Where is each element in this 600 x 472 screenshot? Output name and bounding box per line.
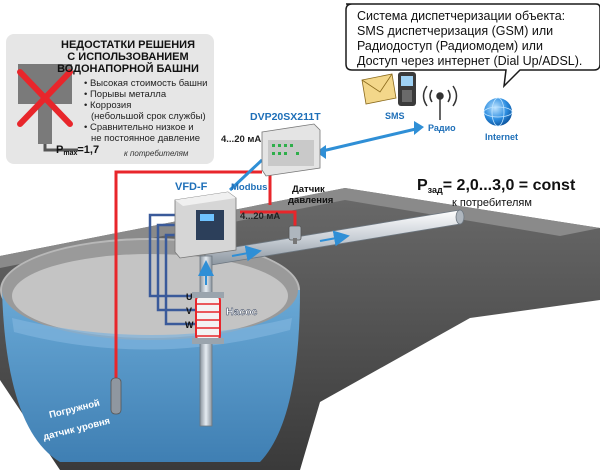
callout-text: Система диспетчеризации объекта: SMS дис… [357,9,582,68]
phone-icon [398,72,416,106]
motor-cables [148,213,200,326]
vfd-label: VFD-F [175,181,208,193]
plc-label: DVP20SX211T [250,111,321,123]
phase-u: U [186,292,193,302]
tower-panel [6,34,214,164]
svg-text:Pзад= 2,0...3,0 = const: Pзад= 2,0...3,0 = const [417,177,576,195]
vfd-drive [174,191,237,259]
pmax-value: =1,7 [77,144,99,156]
tower-consumers: к потребителям [124,149,189,158]
tower-title-line-2: С ИСПОЛЬЗОВАНИЕМ [67,51,188,63]
pressure-consumers: к потребителям [452,197,532,209]
antenna-icon [422,85,458,120]
bullet-3b: (небольшой срок службы) [91,111,206,122]
level-sensor [110,377,122,415]
pressure-sensor [288,225,302,244]
pmax-label: Pmax=1,7 к потребителям [56,144,189,158]
cross-icon [17,69,73,127]
plc [261,123,321,177]
sensor-label-1: Датчик [292,184,325,195]
callout-line-4: Доступ через интернет (Dial Up/ADSL). [357,54,582,68]
pmax-symbol: P [56,144,63,156]
vfd-signal-label: 4...20 мА [240,211,280,222]
comms-line [317,126,421,154]
pmax-sub: max [63,150,77,157]
bullet-3: • Коррозия [84,100,131,111]
pump [192,292,224,344]
comms-arrow-right [414,121,424,135]
tower-title-line-1: НЕДОСТАТКИ РЕШЕНИЯ [61,39,195,51]
tower-title: НЕДОСТАТКИ РЕШЕНИЯ С ИСПОЛЬЗОВАНИЕМ ВОДО… [57,39,199,75]
plc-signal-label: 4...20 мА [221,134,261,145]
radio-label: Радио [428,123,456,133]
pressure-signal-line [240,210,297,232]
internet-label: Internet [485,132,518,142]
phase-w: W [185,320,194,330]
sms-label: SMS [385,111,405,121]
svg-text:Pmax=1,7: Pmax=1,7 [56,144,99,157]
pressure-value: = 2,0...3,0 = const [443,177,576,194]
tower-bullets: • Высокая стоимость башни • Порывы метал… [84,78,207,144]
bullet-2: • Порывы металла [84,89,167,100]
callout-line-3: Радиодоступ (Радиомодем) или [357,39,543,53]
phase-labels: U V W [185,292,194,330]
modbus-line [228,158,264,192]
envelope-icon [361,73,397,105]
bullet-4b: не постоянное давление [91,133,200,144]
pressure-setpoint: Pзад= 2,0...3,0 = const к потребителям [417,177,576,209]
tower-title-line-3: ВОДОНАПОРНОЙ БАШНИ [57,62,199,75]
pressure-sub: зад [428,185,443,195]
phase-v: V [186,306,192,316]
globe-icon [483,97,513,127]
pressure-symbol: P [417,177,428,194]
level-signal-line [114,170,262,380]
modbus-label: Modbus [231,182,267,193]
bullet-4: • Сравнительно низкое и [84,122,194,133]
sensor-label-2: давления [288,195,333,206]
callout-line-1: Система диспетчеризации объекта: [357,9,565,23]
pump-label: Насос [226,306,258,318]
comms-arrow-left [316,145,326,159]
bullet-1: • Высокая стоимость башни [84,78,207,89]
callout-line-2: SMS диспетчеризация (GSM) или [357,24,553,38]
